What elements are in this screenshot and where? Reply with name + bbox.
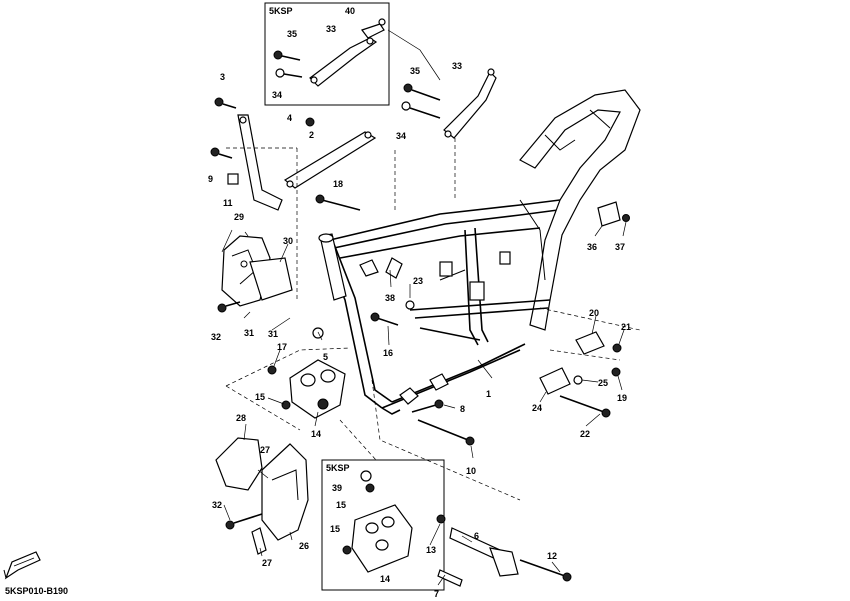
- callout-5: 5: [323, 352, 328, 362]
- callout-29: 29: [234, 212, 244, 222]
- inset-bottom-tag: 5KSP: [326, 463, 350, 473]
- right-parts: [401, 68, 630, 587]
- main-frame: [318, 89, 641, 415]
- callout-12: 12: [547, 551, 557, 561]
- callout-37: 37: [615, 242, 625, 252]
- callout-34: 34: [396, 131, 406, 141]
- callout-27: 27: [262, 558, 272, 568]
- callout-23: 23: [413, 276, 423, 286]
- callout-33: 33: [452, 61, 462, 71]
- drawing-code: 5KSP010-B190: [5, 586, 69, 596]
- callout-27: 27: [260, 445, 270, 455]
- callout-28: 28: [236, 413, 246, 423]
- inset-top-tag: 5KSP: [269, 6, 293, 16]
- callout-36: 36: [587, 242, 597, 252]
- callouts: 40 35 33 34 35 33 34 3 4 2 9 11 18 29 30…: [208, 6, 631, 599]
- callout-24: 24: [532, 403, 542, 413]
- callout-6: 6: [474, 531, 479, 541]
- inset-top: 5KSP: [264, 2, 390, 106]
- callout-10: 10: [466, 466, 476, 476]
- callout-14: 14: [380, 574, 390, 584]
- callout-32: 32: [212, 500, 222, 510]
- callout-33: 33: [326, 24, 336, 34]
- callout-19: 19: [617, 393, 627, 403]
- front-arrow-icon: [3, 551, 41, 580]
- callout-2: 2: [309, 130, 314, 140]
- callout-34: 34: [272, 90, 282, 100]
- callout-18: 18: [333, 179, 343, 189]
- callout-8: 8: [460, 404, 465, 414]
- callout-9: 9: [208, 174, 213, 184]
- left-parts: [210, 97, 399, 555]
- callout-21: 21: [621, 322, 631, 332]
- callout-13: 13: [426, 545, 436, 555]
- callout-15: 15: [255, 392, 265, 402]
- callout-14: 14: [311, 429, 321, 439]
- inset-bottom: 5KSP: [321, 459, 445, 591]
- callout-3: 3: [220, 72, 225, 82]
- callout-39: 39: [332, 483, 342, 493]
- callout-15: 15: [336, 500, 346, 510]
- callout-25: 25: [598, 378, 608, 388]
- callout-17: 17: [277, 342, 287, 352]
- callout-20: 20: [589, 308, 599, 318]
- callout-35: 35: [287, 29, 297, 39]
- leaders: [221, 29, 641, 586]
- callout-31: 31: [268, 329, 278, 339]
- callout-35: 35: [410, 66, 420, 76]
- callout-26: 26: [299, 541, 309, 551]
- callout-1: 1: [486, 389, 491, 399]
- callout-31: 31: [244, 328, 254, 338]
- callout-22: 22: [580, 429, 590, 439]
- callout-16: 16: [383, 348, 393, 358]
- callout-40: 40: [345, 6, 355, 16]
- callout-7: 7: [434, 589, 439, 599]
- callout-30: 30: [283, 236, 293, 246]
- callout-11: 11: [223, 198, 233, 208]
- callout-4: 4: [287, 113, 292, 123]
- callout-38: 38: [385, 293, 395, 303]
- callout-15: 15: [330, 524, 340, 534]
- callout-32: 32: [211, 332, 221, 342]
